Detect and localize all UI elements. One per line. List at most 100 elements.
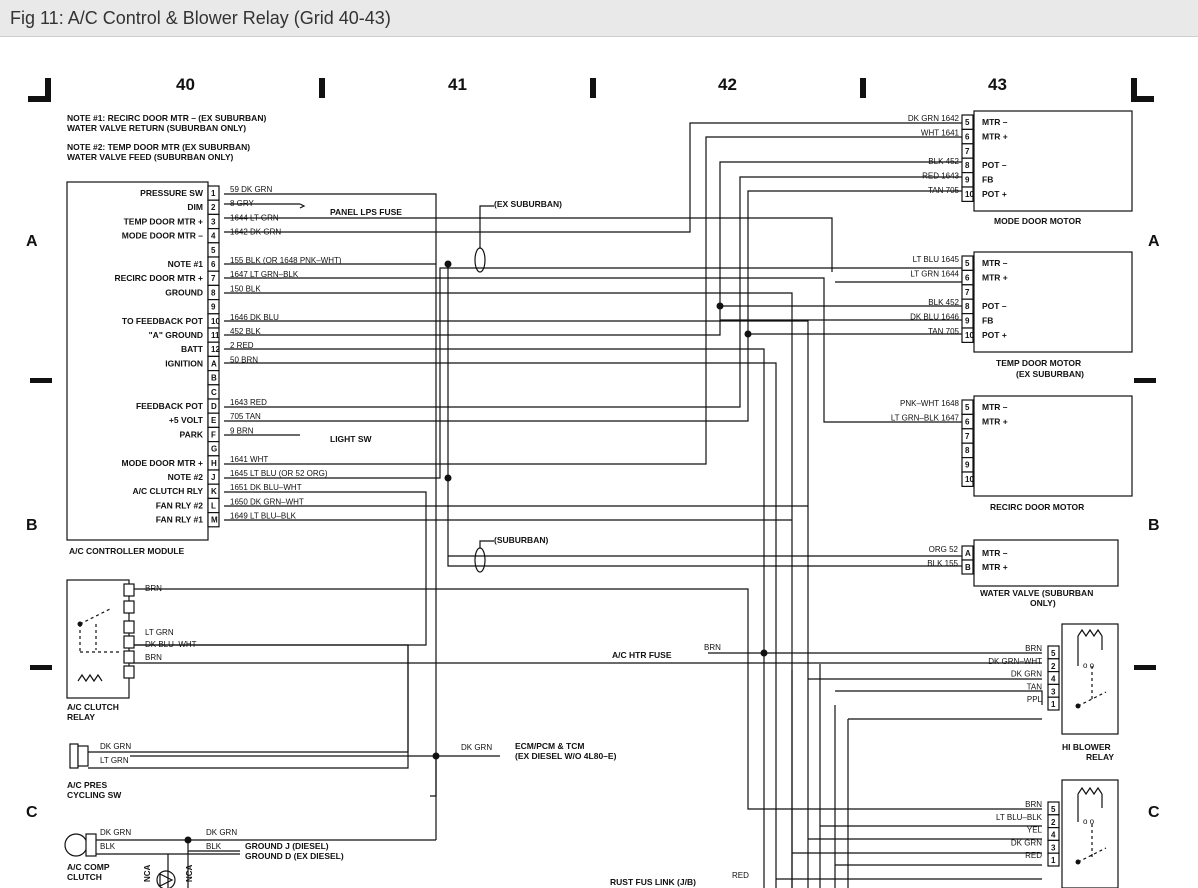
connector-pin-number: 5 [965, 259, 970, 268]
controller-pin-number: 4 [211, 232, 216, 241]
connector-pin-number: A [965, 549, 971, 558]
connector-pin-function: MTR – [982, 258, 1008, 268]
controller-pin-function: PARK [180, 429, 204, 439]
controller-pin-number: G [211, 445, 217, 454]
controller-pin-number: A [211, 359, 217, 368]
controller-pin-function: RECIRC DOOR MTR + [114, 273, 203, 283]
comp-clutch-wire-dkgrn: DK GRN [100, 828, 131, 837]
connector-pin-number: B [965, 563, 971, 572]
connector-pin-number: 5 [965, 403, 970, 412]
connector-pin-function: MTR + [982, 131, 1008, 141]
comp-clutch-wire-blk: BLK [100, 842, 116, 851]
connector-pin-number: 6 [965, 132, 970, 141]
grid-row-c-left: C [26, 804, 38, 821]
ac-htr-fuse: A/C HTR FUSE [612, 650, 672, 660]
connector-pin-wire: BLK 452 [928, 157, 959, 166]
clutch-relay-wire-dkbluwht: DK BLU–WHT [145, 640, 197, 649]
controller-pin-wire: 1645 LT BLU (OR 52 ORG) [230, 469, 328, 478]
comp-clutch-wire-blk2: BLK [206, 842, 222, 851]
connector-pin-wire: LT GRN–BLK 1647 [891, 413, 960, 422]
grid-col-42: 42 [718, 75, 737, 94]
controller-pin-function: A/C CLUTCH RLY [132, 486, 203, 496]
grid-markers: 40 41 42 43 A A B B C C [26, 75, 1160, 821]
controller-pin-number: M [211, 516, 218, 525]
controller-pin-number: 5 [211, 246, 216, 255]
comp-clutch-name: A/C COMP [67, 862, 110, 872]
controller-pin-number: 12 [211, 345, 220, 354]
connector-pin-wire: TAN 705 [928, 327, 960, 336]
connector-pin-wire: BLK 155 [927, 559, 958, 568]
connector-pin-wire: TAN 705 [928, 186, 960, 195]
title-bar: Fig 11: A/C Control & Blower Relay (Grid… [0, 0, 1198, 37]
ecm-note: (EX DIESEL W/O 4L80–E) [515, 751, 617, 761]
relay-pin-wire: TAN [1027, 682, 1043, 691]
connector-pin-function: FB [982, 175, 993, 185]
relay-pin-wire: DK GRN–WHT [988, 657, 1042, 666]
hi-blower-name2: RELAY [1086, 752, 1114, 762]
note-2-line-2: WATER VALVE FEED (SUBURBAN ONLY) [67, 152, 234, 162]
controller-pin-function: IGNITION [165, 358, 203, 368]
ecm-wire: DK GRN [461, 743, 492, 752]
controller-pin-function: FEEDBACK POT [136, 401, 204, 411]
clutch-relay-name: A/C CLUTCH [67, 702, 119, 712]
ac-comp-clutch: DK GRN BLK DK GRN BLK NCA NCA A/C COMP C… [64, 828, 240, 888]
connector-body [973, 539, 1119, 587]
controller-pin-wire: 452 BLK [230, 327, 261, 336]
connector-body [973, 110, 1133, 212]
clutch-relay-wire-brn2: BRN [145, 653, 162, 662]
controller-pin-wire: 1647 LT GRN–BLK [230, 270, 299, 279]
controller-pin-wire: 1641 WHT [230, 455, 268, 464]
connector-pin-wire: WHT 1641 [921, 128, 960, 137]
connector-pin-wire: ORG 52 [929, 545, 959, 554]
pres-sw-wire-dkgrn: DK GRN [100, 742, 131, 751]
controller-pin-function: DIM [187, 202, 203, 212]
ac-htr-wire: BRN [704, 643, 721, 652]
controller-pin-box [207, 512, 220, 528]
controller-pin-function: MODE DOOR MTR + [122, 458, 203, 468]
controller-pin-number: 2 [211, 203, 216, 212]
relay-pin-number: 2 [1051, 662, 1056, 671]
splice-suburban: (SUBURBAN) [494, 535, 548, 545]
connector-body [973, 395, 1133, 497]
comp-clutch-wire-dkgrn2: DK GRN [206, 828, 237, 837]
relay-pin-wire: PPL [1027, 695, 1043, 704]
controller-pin-function: GROUND [165, 287, 203, 297]
connector-pin-number: 10 [965, 190, 974, 199]
controller-pin-number: 6 [211, 260, 216, 269]
relay-pin-wire: LT BLU–BLK [996, 813, 1043, 822]
grid-row-c-right: C [1148, 804, 1160, 821]
controller-pin-number: L [211, 501, 216, 510]
clutch-relay-wire-brn: BRN [145, 584, 162, 593]
relay-pin-number: 2 [1051, 818, 1056, 827]
relay-pin-number: 5 [1051, 649, 1056, 658]
controller-pin-wire: 705 TAN [230, 412, 261, 421]
controller-pin-number: 1 [211, 189, 216, 198]
connector-pin-number: 8 [965, 446, 970, 455]
connector-pin-function: POT – [982, 160, 1007, 170]
controller-pin-wire: 1650 DK GRN–WHT [230, 497, 304, 506]
panel-lps-fuse: PANEL LPS FUSE [330, 207, 402, 217]
controller-pin-number: C [211, 388, 217, 397]
controller-pin-wire: 1651 DK BLU–WHT [230, 483, 302, 492]
controller-pin-number: J [211, 473, 215, 482]
pres-sw-name: A/C PRES [67, 780, 107, 790]
grid-col-41: 41 [448, 75, 467, 94]
controller-pin-function: MODE DOOR MTR – [122, 231, 203, 241]
connector-name-2: ONLY) [1030, 598, 1056, 608]
relay-pin-box [1047, 696, 1060, 711]
connector-pin-number: 6 [965, 273, 970, 282]
ac-pres-cycling-sw: DK GRN LT GRN A/C PRES CYCLING SW [67, 645, 409, 800]
connector-pin-number: 7 [965, 147, 970, 156]
relay-pin-number: 4 [1051, 675, 1056, 684]
controller-pin-number: 3 [211, 217, 216, 226]
connector-pin-function: MTR + [982, 562, 1008, 572]
controller-pin-function: +5 VOLT [169, 415, 204, 425]
controller-pin-function: "A" GROUND [149, 330, 203, 340]
comp-clutch-name2: CLUTCH [67, 872, 102, 882]
connector-pin-number: 10 [965, 331, 974, 340]
ecm-pcm-tcm: ECM/PCM & TCM [515, 741, 584, 751]
connector-pin-number: 9 [965, 176, 970, 185]
